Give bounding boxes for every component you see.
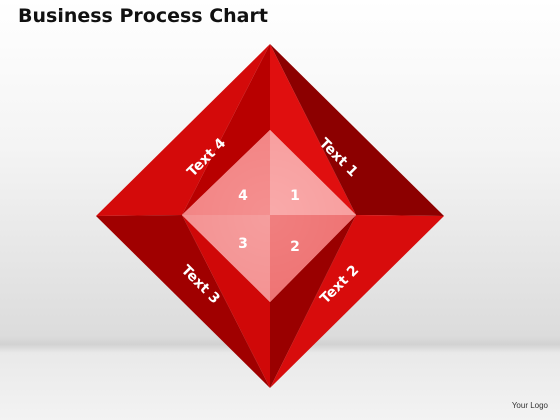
center-quad-3 — [182, 215, 270, 302]
center-number-1: 1 — [290, 188, 300, 204]
center-number-4: 4 — [238, 188, 248, 204]
segment-3-face-outer — [96, 215, 270, 388]
segment-4-face-inner — [182, 44, 270, 215]
center-number-3: 3 — [238, 236, 248, 252]
center-quad-2 — [270, 215, 356, 302]
segment-1-face-outer — [270, 44, 444, 216]
center-number-2: 2 — [290, 239, 300, 255]
segment-2-face-inner — [270, 215, 356, 388]
segment-4-face-outer — [96, 44, 270, 216]
logo-placeholder: Your Logo — [511, 401, 548, 410]
segment-2-face-outer — [270, 215, 444, 388]
center-quad-1 — [270, 130, 356, 215]
center-quad-4 — [182, 130, 270, 215]
slide-title: Business Process Chart — [18, 5, 268, 27]
